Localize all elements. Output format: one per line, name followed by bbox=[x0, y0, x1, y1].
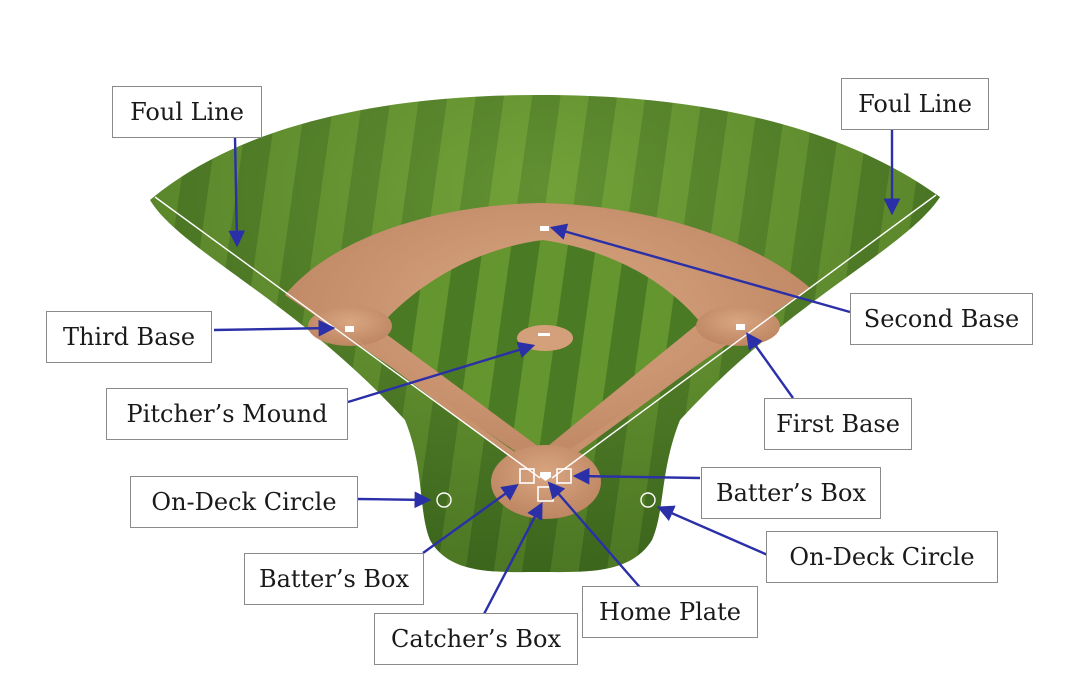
label-second-base: Second Base bbox=[850, 293, 1033, 345]
home-plate-dirt bbox=[491, 445, 601, 519]
arrow-on-deck-circle-right bbox=[656, 505, 771, 558]
on-deck-circle-left bbox=[436, 492, 452, 508]
foul-line-left-chalk bbox=[154, 196, 541, 479]
arrow-home-plate bbox=[547, 481, 645, 593]
arrow-catchers-box bbox=[482, 502, 543, 615]
first-base bbox=[736, 324, 745, 330]
arrow-foul-line-left bbox=[228, 136, 246, 248]
label-batters-box-left: Batter’s Box bbox=[244, 553, 424, 605]
label-foul-line-right: Foul Line bbox=[841, 78, 989, 130]
batters-box-left bbox=[519, 468, 535, 484]
arrow-first-base bbox=[746, 332, 794, 399]
label-catchers-box: Catcher’s Box bbox=[374, 613, 578, 665]
home-plate bbox=[540, 472, 551, 481]
arrow-third-base bbox=[213, 319, 336, 337]
arrow-second-base bbox=[549, 223, 851, 314]
on-deck-circle-right bbox=[640, 492, 656, 508]
arrow-on-deck-circle-left bbox=[357, 491, 432, 509]
arrow-pitchers-mound bbox=[347, 341, 536, 404]
arrow-batters-box-left bbox=[422, 484, 519, 554]
label-third-base: Third Base bbox=[46, 311, 212, 363]
second-base bbox=[540, 226, 549, 231]
label-pitchers-mound: Pitcher’s Mound bbox=[106, 388, 348, 440]
label-home-plate: Home Plate bbox=[582, 586, 758, 638]
label-on-deck-circle-left: On-Deck Circle bbox=[130, 476, 358, 528]
foul-line-right-chalk bbox=[551, 194, 937, 479]
arrow-batters-box-right bbox=[572, 467, 701, 485]
label-first-base: First Base bbox=[764, 398, 912, 450]
label-on-deck-circle-right: On-Deck Circle bbox=[766, 531, 998, 583]
label-foul-line-left: Foul Line bbox=[112, 86, 262, 138]
third-base bbox=[345, 326, 354, 332]
label-batters-box-right: Batter’s Box bbox=[701, 467, 881, 519]
